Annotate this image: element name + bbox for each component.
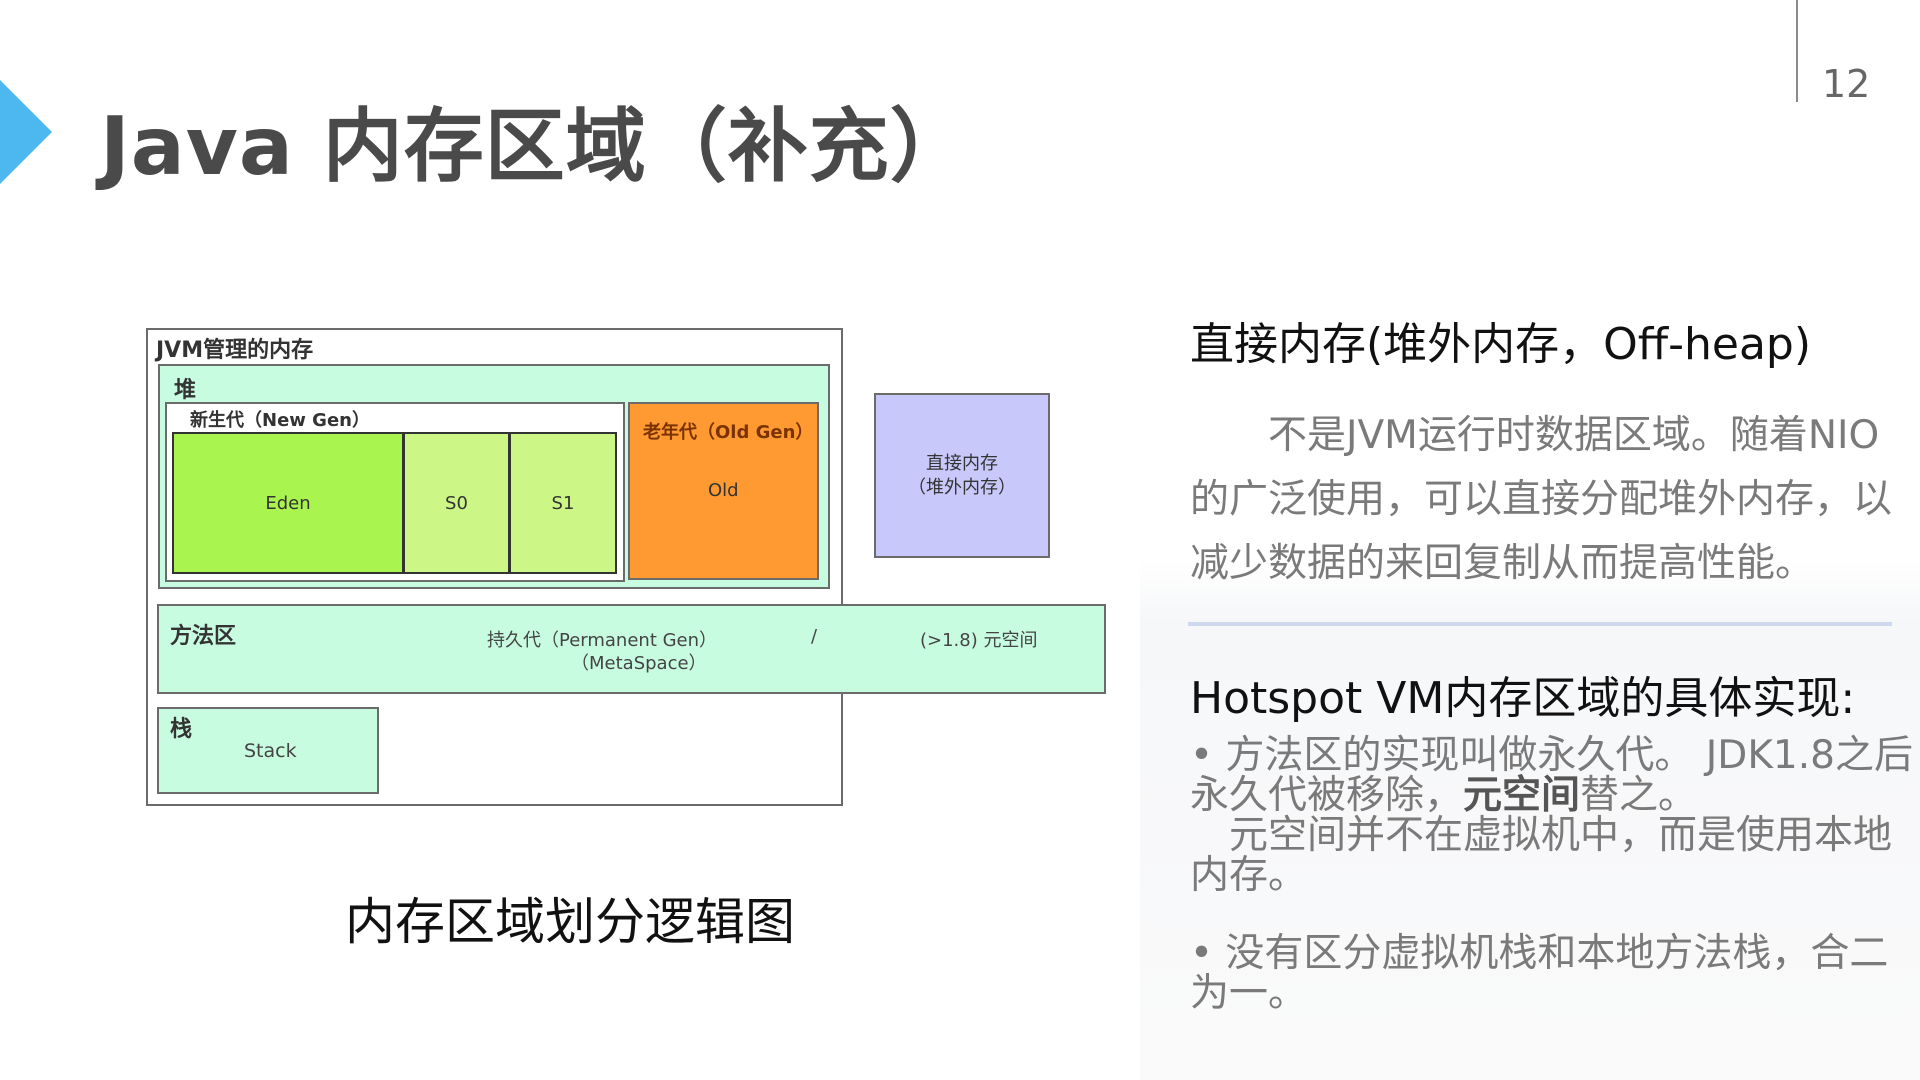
eden-label: Eden bbox=[265, 492, 311, 514]
old-label: Old bbox=[708, 480, 739, 501]
accent-arrow-icon bbox=[0, 80, 52, 184]
s1-label: S1 bbox=[551, 492, 575, 514]
heap-label: 堆 bbox=[174, 378, 197, 403]
stack-label: Stack bbox=[244, 740, 297, 762]
s0-box: S0 bbox=[403, 432, 510, 574]
right-panel-background bbox=[1140, 560, 1920, 1080]
perm-gen-line2: （MetaSpace） bbox=[571, 653, 707, 674]
jvm-managed-memory-label: JVM管理的内存 bbox=[156, 338, 314, 363]
section-separator bbox=[1188, 622, 1892, 626]
bullet1-line2-suffix: 替之。 bbox=[1580, 773, 1698, 818]
slide-title: Java 内存区域（补充） bbox=[100, 100, 971, 193]
hotspot-heading: Hotspot VM内存区域的具体实现: bbox=[1190, 673, 1856, 724]
old-gen-box bbox=[628, 402, 819, 580]
diagram-caption: 内存区域划分逻辑图 bbox=[345, 893, 795, 951]
s0-label: S0 bbox=[445, 492, 468, 514]
bullet-marker: • bbox=[1190, 733, 1214, 778]
direct-memory-line1: 直接内存 bbox=[926, 452, 998, 474]
direct-memory-line: 减少数据的来回复制从而提高性能。 bbox=[1190, 541, 1815, 586]
bullet2-line1: 没有区分虚拟机栈和本地方法栈，合二 bbox=[1213, 931, 1889, 976]
memory-diagram: JVM管理的内存 堆 新生代（New Gen） Eden S0 S1 老年代（O… bbox=[146, 328, 1106, 951]
direct-memory-line: 不是JVM运行时数据区域。随着NIO bbox=[1190, 413, 1880, 458]
bullet-marker: • bbox=[1190, 931, 1214, 976]
s1-box: S1 bbox=[509, 432, 617, 574]
new-gen-label: 新生代（New Gen） bbox=[190, 410, 370, 431]
stack-section-label: 栈 bbox=[170, 717, 193, 742]
stack-box bbox=[157, 707, 379, 794]
bullet-item-1: • 方法区的实现叫做永久代。 JDK1.8之后 永久代被移除，元空间替之。 元空… bbox=[1190, 733, 1913, 898]
page-number: 12 bbox=[1822, 62, 1871, 106]
direct-memory-line: 的广泛使用，可以直接分配堆外内存，以 bbox=[1190, 477, 1893, 522]
method-area-box bbox=[157, 604, 1106, 694]
method-area-label: 方法区 bbox=[170, 624, 237, 649]
direct-memory-line2: （堆外内存） bbox=[908, 476, 1016, 498]
bullet1-line2-prefix: 永久代被移除， bbox=[1190, 773, 1464, 818]
direct-memory-box: 直接内存 （堆外内存） bbox=[874, 393, 1050, 558]
method-area-slash: / bbox=[811, 626, 818, 647]
perm-gen-line1: 持久代（Permanent Gen） bbox=[487, 630, 718, 651]
metaspace-label: (>1.8) 元空间 bbox=[920, 630, 1038, 651]
direct-memory-heading: 直接内存(堆外内存，Off-heap) bbox=[1190, 319, 1812, 370]
bullet2-line2: 为一。 bbox=[1190, 971, 1308, 1016]
direct-memory-paragraph: 不是JVM运行时数据区域。随着NIO 的广泛使用，可以直接分配堆外内存，以 减少… bbox=[1190, 404, 1893, 596]
bullet1-line4: 内存。 bbox=[1190, 853, 1308, 898]
old-gen-label: 老年代（Old Gen） bbox=[643, 422, 814, 443]
bullet1-line3: 元空间并不在虚拟机中，而是使用本地 bbox=[1190, 813, 1893, 858]
hotspot-bullets: • 方法区的实现叫做永久代。 JDK1.8之后 永久代被移除，元空间替之。 元空… bbox=[1190, 733, 1913, 1014]
page-number-divider bbox=[1796, 0, 1798, 102]
bullet1-line1: 方法区的实现叫做永久代。 JDK1.8之后 bbox=[1213, 733, 1913, 778]
eden-box: Eden bbox=[172, 432, 404, 574]
bullet-item-2: • 没有区分虚拟机栈和本地方法栈，合二 为一。 bbox=[1190, 934, 1900, 1014]
metaspace-emphasis: 元空间 bbox=[1463, 773, 1581, 818]
